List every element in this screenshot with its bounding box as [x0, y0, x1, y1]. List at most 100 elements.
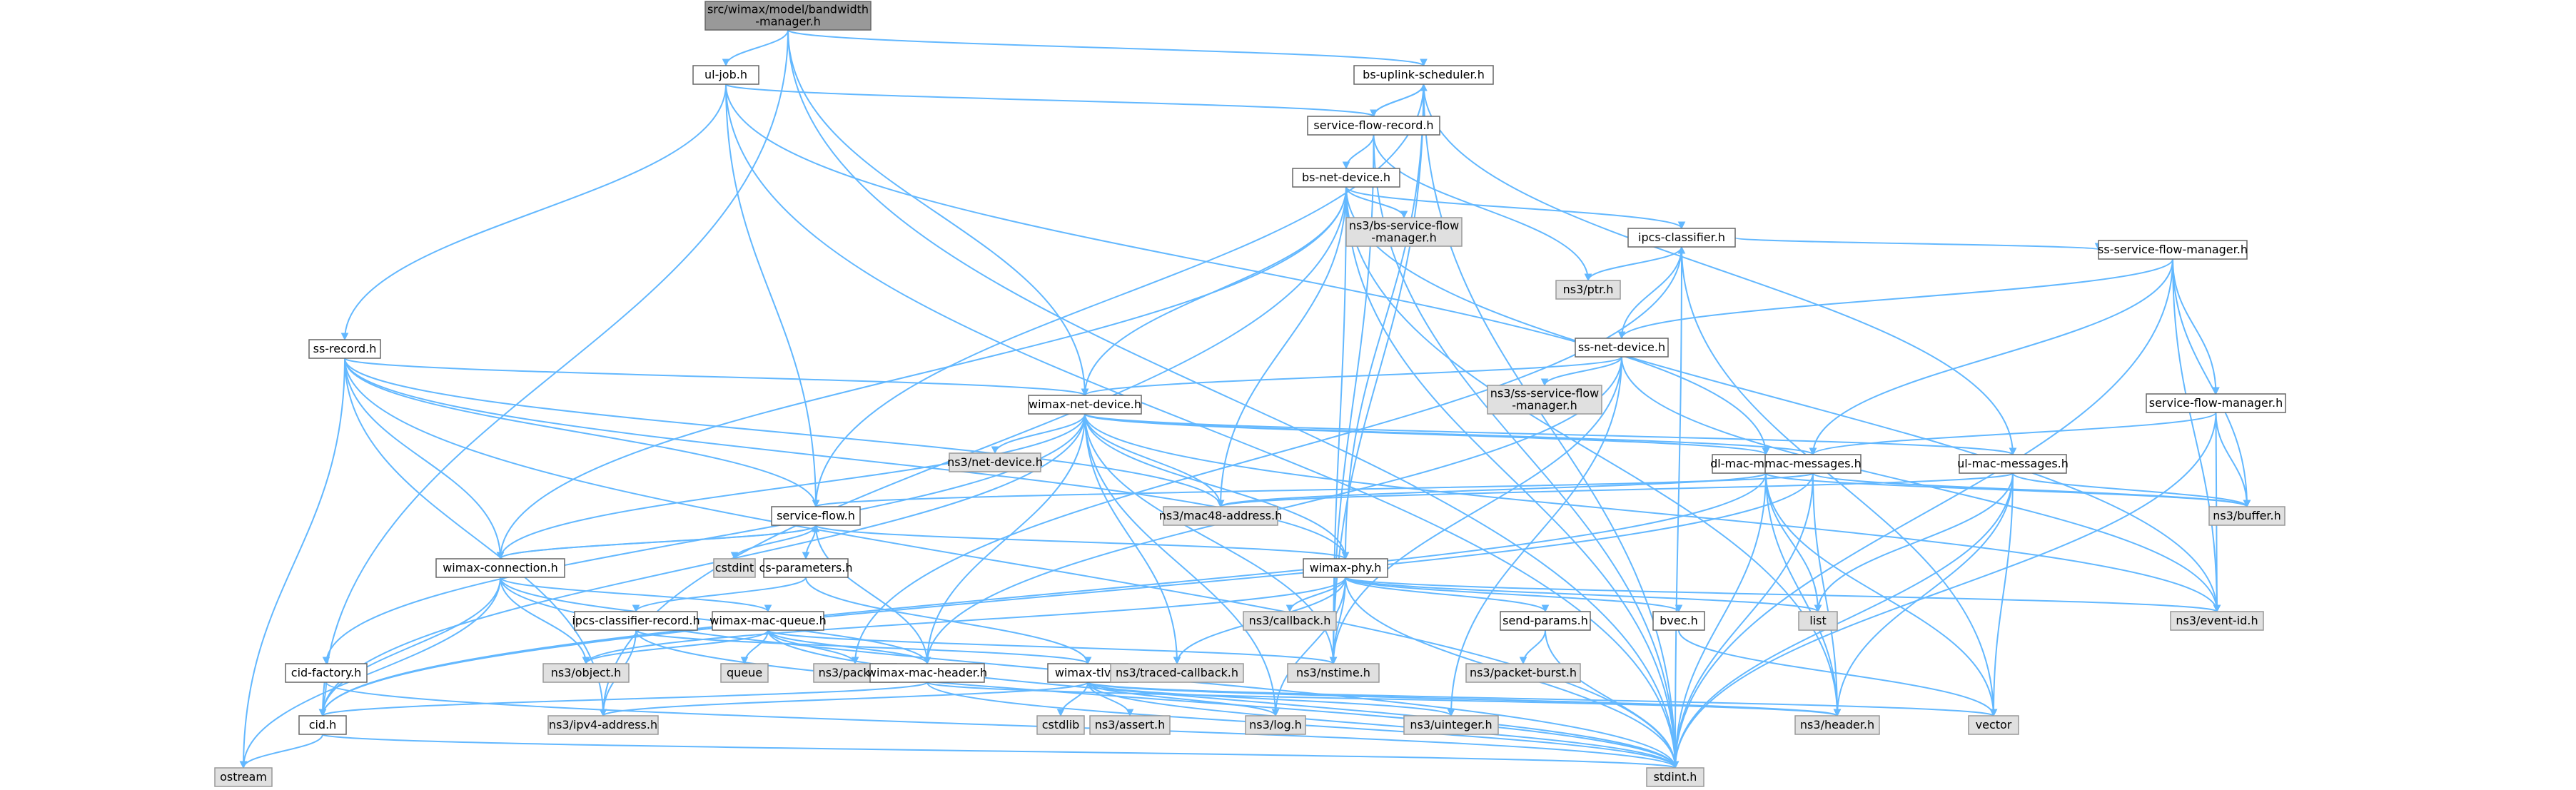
arrowhead-ipcs_rec-to-tlv: [1084, 657, 1092, 665]
edge-dl_mac-to-stdint: [1675, 472, 1767, 769]
edge-ss_record-to-wimax_conn: [344, 358, 501, 559]
node-label: cid-factory.h: [291, 666, 361, 679]
node-label: ns3/event-id.h: [2176, 614, 2258, 627]
edge-ipcs-to-ptr: [1587, 246, 1682, 281]
edge-mac_queue-to-nstime: [767, 629, 1334, 664]
arrowhead-send_params-to-packet_burst: [1519, 657, 1527, 665]
node-ipcs-rec[interactable]: ipcs-classifier-record.h: [572, 611, 700, 631]
node-ss-sfm[interactable]: ss-service-flow-manager.h: [2098, 240, 2248, 260]
node-sfr[interactable]: service-flow-record.h: [1307, 116, 1440, 136]
arrowhead-wimax_net-to-dl_mac: [1762, 447, 1770, 456]
arrowhead-mac_queue-to-object: [582, 657, 590, 665]
arrowhead-ul_mac-to-buffer: [2243, 500, 2251, 508]
node-label: wimax-mac-queue.h: [709, 614, 826, 627]
arrowhead-cid-to-stdint: [1671, 761, 1680, 769]
edge-dl_mac-to-mac48: [1220, 472, 1767, 507]
node-mac-queue[interactable]: wimax-mac-queue.h: [709, 611, 827, 631]
edge-sfm-to-buffer: [2215, 412, 2248, 507]
arrowhead-service_flow-to-cs_params: [802, 552, 810, 560]
edge-ss_net-to-ipcs: [1621, 246, 1682, 339]
edge-bs_net-to-ipcs: [1345, 186, 1682, 229]
node-ul-job[interactable]: ul-job.h: [692, 65, 759, 85]
edge-ul_job-to-service_flow: [725, 83, 817, 507]
node-label: ns3/ipv4-address.h: [549, 718, 657, 731]
node-box: [542, 663, 630, 683]
node-label: ns3/traced-callback.h: [1116, 666, 1238, 679]
node-sfm[interactable]: service-flow-manager.h: [2146, 393, 2286, 413]
edge-bs_net-to-wimax_conn: [500, 186, 1347, 559]
node-ipv4: ns3/ipv4-address.h: [547, 715, 659, 735]
node-mac-msgs[interactable]: mac-messages.h: [1764, 454, 1862, 474]
node-ul-mac[interactable]: ul-mac-messages.h: [1957, 454, 2069, 474]
node-buffer: ns3/buffer.h: [2208, 506, 2285, 526]
edge-ss_record-to-wimax_net: [344, 358, 1086, 396]
arrowhead-wimax_net-to-ul_mac: [2009, 447, 2017, 456]
node-ss-sfm-ext: ns3/ss-service-flow-manager.h: [1487, 385, 1602, 415]
node-bs-uplink[interactable]: bs-uplink-scheduler.h: [1353, 65, 1494, 85]
node-label: cid.h: [309, 718, 337, 731]
edge-bs_net-to-mac48: [1220, 186, 1347, 507]
node-wimax-net[interactable]: wimax-net-device.h: [1028, 395, 1142, 415]
node-cid-factory[interactable]: cid-factory.h: [285, 663, 368, 683]
edge-bs_uplink-to-ul_mac: [1423, 83, 2014, 455]
node-label: ns3/object.h: [551, 666, 622, 679]
edge-ss_net-to-wimax_net: [1084, 356, 1622, 396]
node-ss-net[interactable]: ss-net-device.h: [1575, 338, 1669, 358]
edge-cid-to-ostream: [243, 734, 323, 769]
node-box: [1089, 715, 1171, 735]
node-box: [1028, 395, 1142, 415]
node-label: ns3/buffer.h: [2213, 509, 2281, 522]
arrowhead-wimax_phy-to-bvec: [1675, 604, 1683, 613]
edge-mac_queue-to-packet: [767, 629, 856, 664]
node-box: [1646, 767, 1704, 787]
edge-sfr-to-bs_net: [1345, 134, 1375, 169]
edge-ul_job-to-dl_mac: [725, 83, 1767, 455]
node-bvec[interactable]: bvec.h: [1652, 611, 1705, 631]
node-send-params[interactable]: send-params.h: [1500, 611, 1591, 631]
arrowhead-root-to-ul_job: [722, 59, 730, 67]
node-box: [308, 339, 381, 359]
arrowhead-sfr-to-bs_uplink: [1420, 83, 1428, 91]
arrowhead-tlv-to-cstdlib: [1056, 709, 1065, 717]
node-label: ns3/assert.h: [1095, 718, 1165, 731]
node-assert: ns3/assert.h: [1089, 715, 1171, 735]
edge-ul_mac-to-buffer: [2012, 472, 2248, 507]
edge-wimax_phy-to-send_params: [1345, 577, 1546, 612]
edge-ss_sfm-to-stdint: [1675, 258, 2173, 769]
arrowhead-service_flow-to-wimax_conn: [496, 552, 505, 560]
node-ss-record[interactable]: ss-record.h: [308, 339, 381, 359]
edge-ss_sfm-to-buffer: [2172, 258, 2248, 507]
node-box: [1627, 228, 1736, 248]
node-label: service-flow-manager.h: [2149, 396, 2283, 410]
node-label: bvec.h: [1660, 614, 1698, 627]
node-box: [1575, 338, 1669, 358]
node-box: [1403, 715, 1499, 735]
node-wimax-phy[interactable]: wimax-phy.h: [1303, 558, 1388, 578]
node-bs-net[interactable]: bs-net-device.h: [1292, 168, 1400, 188]
edge-ul_job-to-sfr: [725, 83, 1375, 117]
node-label: ns3/packet-burst.h: [1470, 666, 1577, 679]
node-service-flow[interactable]: service-flow.h: [771, 506, 861, 526]
arrowhead-tlv-to-uinteger: [1447, 709, 1455, 717]
node-label: -manager.h: [1512, 399, 1577, 412]
edge-ss_record-to-ostream: [243, 358, 345, 769]
edge-ss_sfm-to-ss_net: [1621, 258, 2173, 339]
node-box: [2170, 611, 2264, 631]
node-box: [1555, 280, 1621, 300]
node-box: [1110, 663, 1244, 683]
node-stdint: stdint.h: [1646, 767, 1704, 787]
arrowhead-tlv-to-header: [1833, 709, 1842, 717]
node-wimax-conn[interactable]: wimax-connection.h: [435, 558, 565, 578]
node-cid[interactable]: cid.h: [298, 715, 347, 735]
edge-ul_mac-to-mac48: [1220, 472, 2014, 507]
edge-bs_net-to-header: [1345, 186, 1838, 716]
node-cs-params[interactable]: cs-parameters.h: [759, 558, 853, 578]
node-mac-header[interactable]: wimax-mac-header.h: [867, 663, 987, 683]
node-header: ns3/header.h: [1794, 715, 1880, 735]
node-root[interactable]: src/wimax/model/bandwidth-manager.h: [704, 1, 872, 31]
edge-bs_net-to-event_id: [1345, 186, 2218, 612]
edge-mac_msgs-to-cid: [322, 472, 1814, 716]
node-ipcs[interactable]: ipcs-classifier.h: [1627, 228, 1736, 248]
node-event-id: ns3/event-id.h: [2170, 611, 2264, 631]
edge-wimax_phy-to-object: [585, 577, 1346, 664]
